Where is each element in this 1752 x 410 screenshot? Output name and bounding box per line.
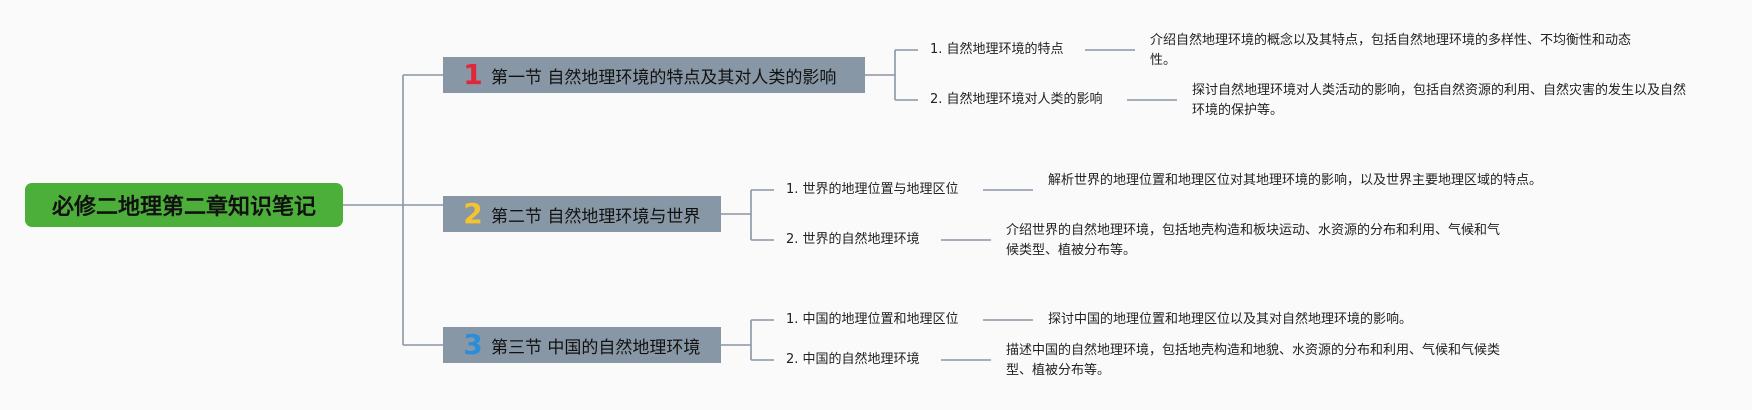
topic-3-2[interactable]: 2. 中国的自然地理环境	[786, 352, 920, 367]
topic-1-2[interactable]: 2. 自然地理环境对人类的影响	[930, 92, 1103, 107]
section-title-3: 第三节 中国的自然地理环境	[491, 337, 701, 358]
topic-1-1[interactable]: 1. 自然地理环境的特点	[930, 42, 1064, 57]
topic-3-1-description: 探讨中国的地理位置和地理区位以及其对自然地理环境的影响。	[1048, 312, 1413, 327]
section-number-3: 3	[463, 328, 483, 361]
section-number-2: 2	[463, 197, 483, 230]
section-node-1[interactable]: 1 第一节 自然地理环境的特点及其对人类的影响	[443, 57, 865, 93]
connector-section-2	[721, 189, 774, 241]
section-node-2[interactable]: 2 第二节 自然地理环境与世界	[443, 196, 721, 232]
section-title-1: 第一节 自然地理环境的特点及其对人类的影响	[491, 67, 837, 88]
topic-2-1[interactable]: 1. 世界的地理位置与地理区位	[786, 182, 959, 197]
section-node-3[interactable]: 3 第三节 中国的自然地理环境	[443, 327, 721, 363]
topic-3-2-description: 描述中国的自然地理环境，包括地壳构造和地貌、水资源的分布和利用、气候和气候类型、…	[1006, 343, 1501, 378]
topic-1-1-description: 介绍自然地理环境的概念以及其特点，包括自然地理环境的多样性、不均衡性和动态性。	[1150, 33, 1632, 68]
topic-2-2-description: 介绍世界的自然地理环境，包括地壳构造和板块运动、水资源的分布和利用、气候和气候类…	[1006, 223, 1501, 258]
section-title-2: 第二节 自然地理环境与世界	[491, 206, 701, 227]
connector-section-1	[865, 49, 918, 101]
connector-root-trunk	[343, 74, 443, 346]
section-number-1: 1	[463, 58, 483, 91]
connector-section-3	[721, 319, 774, 361]
topic-2-2[interactable]: 2. 世界的自然地理环境	[786, 232, 920, 247]
topic-2-1-description: 解析世界的地理位置和地理区位对其地理环境的影响，以及世界主要地理区域的特点。	[1048, 173, 1543, 188]
topic-1-2-description: 探讨自然地理环境对人类活动的影响，包括自然资源的利用、自然灾害的发生以及自然环境…	[1192, 83, 1687, 118]
root-topic[interactable]: 必修二地理第二章知识笔记	[25, 183, 343, 227]
root-title: 必修二地理第二章知识笔记	[51, 195, 316, 220]
topic-3-1[interactable]: 1. 中国的地理位置和地理区位	[786, 312, 959, 327]
